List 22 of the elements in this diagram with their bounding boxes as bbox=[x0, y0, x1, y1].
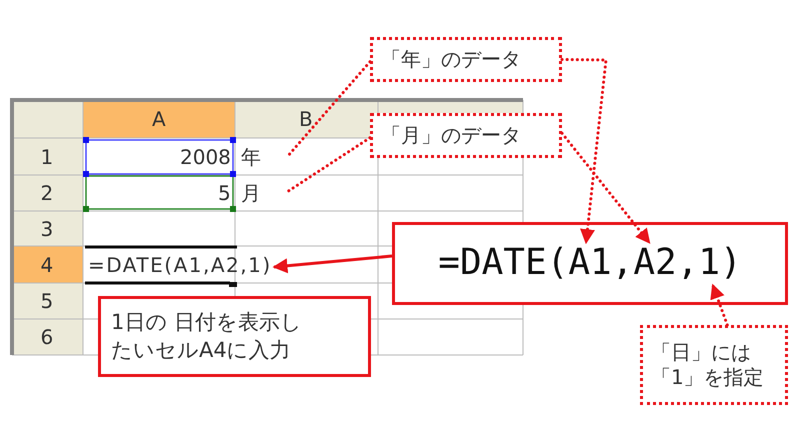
cell-formula: =DATE(A1,A2,1) bbox=[86, 248, 274, 282]
callout-box: 「年」のデータ bbox=[370, 37, 562, 82]
column-header: A bbox=[152, 109, 166, 129]
cell-value: 2008 bbox=[180, 147, 231, 167]
row-header: 3 bbox=[40, 219, 54, 239]
row-header: 6 bbox=[40, 327, 54, 347]
dotted-arrow bbox=[560, 132, 651, 244]
row-header: 5 bbox=[40, 291, 54, 311]
row-header: 2 bbox=[40, 183, 54, 203]
callout-box: 「日」には「1」を指定 bbox=[640, 325, 788, 405]
dotted-arrow bbox=[710, 284, 729, 326]
dotted-arrow bbox=[560, 58, 608, 244]
arrow bbox=[272, 254, 392, 274]
cell-value: 年 bbox=[239, 140, 287, 174]
column-header: B bbox=[299, 109, 313, 129]
cell-value: 月 bbox=[239, 176, 287, 210]
formula-box: =DATE(A1,A2,1) bbox=[392, 222, 788, 305]
row-header: 4 bbox=[40, 255, 54, 275]
callout-box: 「月」のデータ bbox=[370, 113, 562, 158]
note-box: 1日の 日付を表示したいセルA4に入力 bbox=[98, 296, 371, 377]
row-header: 1 bbox=[40, 147, 54, 167]
cell-value: 5 bbox=[218, 183, 231, 203]
